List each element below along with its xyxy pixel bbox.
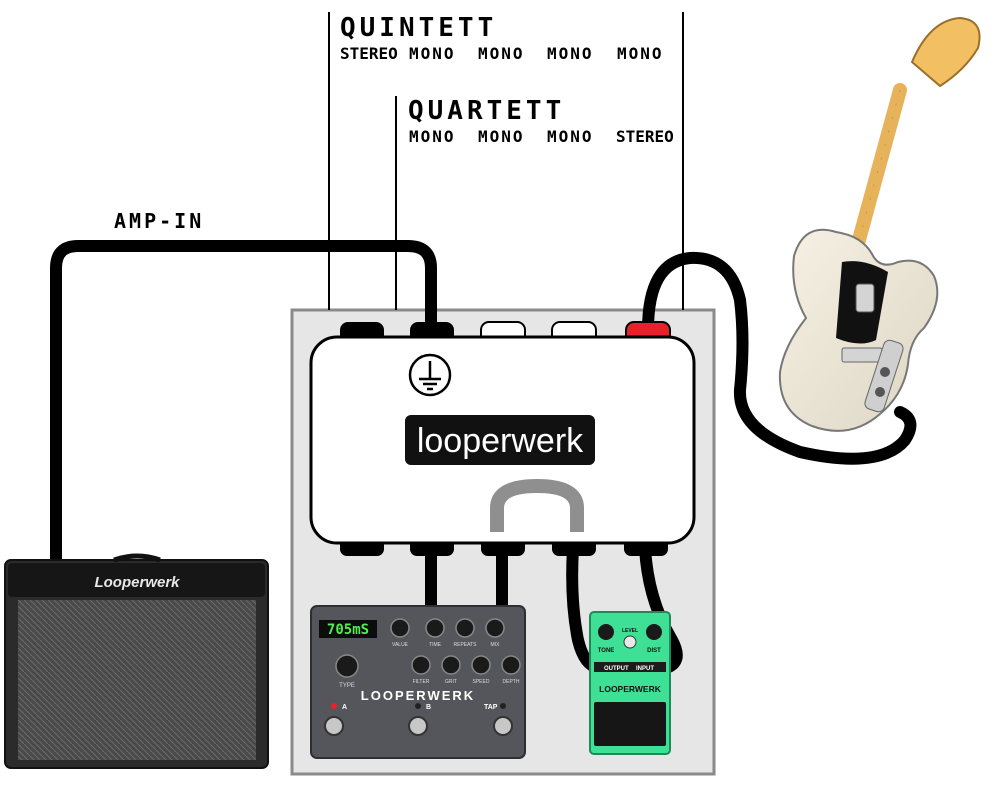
- level-knob[interactable]: [623, 635, 637, 649]
- filter-knob[interactable]: [411, 655, 431, 675]
- value-knob[interactable]: [390, 618, 410, 638]
- delay-switch-label-a: A: [342, 704, 347, 711]
- depth-knob[interactable]: [501, 655, 521, 675]
- quintett-mode-3: MONO: [478, 44, 525, 63]
- guitar-icon: [778, 16, 981, 432]
- drive-knob-label-tone: TONE: [598, 648, 615, 654]
- footswitch-b[interactable]: [408, 716, 428, 736]
- amp-brand: Looperwerk: [94, 574, 180, 591]
- quartett-mode-3: MONO: [547, 127, 594, 146]
- tone-knob[interactable]: [598, 624, 614, 640]
- delay-display: 705mS: [327, 622, 369, 638]
- repeats-knob[interactable]: [455, 618, 475, 638]
- delay-switch-label-tap: TAP: [484, 704, 498, 711]
- led-tap: [500, 703, 506, 709]
- drive-cable-in: [639, 542, 683, 674]
- guitar-cable: [642, 251, 917, 465]
- quintett-title: QUINTETT: [340, 13, 497, 43]
- quartett-mode-4: STEREO: [616, 127, 674, 146]
- mix-knob[interactable]: [485, 618, 505, 638]
- footswitch-a[interactable]: [324, 716, 344, 736]
- delay-knob-label-speed: SPEED: [473, 679, 490, 685]
- dist-knob[interactable]: [646, 624, 662, 640]
- speed-knob[interactable]: [471, 655, 491, 675]
- quartett-title: QUARTETT: [408, 96, 565, 126]
- quintett-mode-2: MONO: [409, 44, 456, 63]
- looper-handle: [490, 478, 584, 532]
- quintett-mode-5: MONO: [617, 44, 664, 63]
- delay-type-label: TYPE: [339, 683, 355, 689]
- delay-knob-label-filter: FILTER: [413, 679, 430, 685]
- footswitch-tap[interactable]: [493, 716, 513, 736]
- quartett-mode-1: MONO: [409, 127, 456, 146]
- amplifier: [4, 553, 269, 769]
- time-knob[interactable]: [425, 618, 445, 638]
- grit-knob[interactable]: [441, 655, 461, 675]
- delay-knob-label-time: TIME: [429, 642, 442, 648]
- drive-knob-label-dist: DIST: [647, 648, 661, 654]
- quartett-mode-2: MONO: [478, 127, 525, 146]
- delay-switch-label-b: B: [426, 704, 431, 711]
- delay-pedal: [310, 605, 526, 759]
- drive-output-label: OUTPUT: [604, 666, 629, 672]
- looper-brand-badge: [405, 415, 595, 465]
- led-a: [331, 703, 337, 709]
- amp-in-label: AMP-IN: [114, 209, 204, 233]
- amp-cable: [50, 240, 437, 574]
- quintett-mode-1: STEREO: [340, 44, 398, 63]
- delay-brand: LOOPERWERK: [361, 688, 475, 703]
- looper-brand: looperwerk: [417, 422, 584, 460]
- ground-icon: [408, 353, 452, 397]
- delay-knob-label-depth: DEPTH: [503, 679, 520, 685]
- delay-knob-label-grit: GRIT: [445, 679, 457, 685]
- drive-input-label: INPUT: [636, 666, 654, 672]
- delay-knob-label-value: VALUE: [392, 642, 409, 648]
- delay-knob-label-mix: MIX: [491, 642, 501, 648]
- type-selector-knob[interactable]: [335, 654, 359, 678]
- delay-knob-label-repeats: REPEATS: [454, 642, 478, 648]
- drive-knob-label-level: LEVEL: [622, 628, 638, 634]
- led-b: [415, 703, 421, 709]
- drive-brand: LOOPERWERK: [599, 684, 662, 694]
- drive-pedal: [589, 611, 671, 755]
- quintett-mode-4: MONO: [547, 44, 594, 63]
